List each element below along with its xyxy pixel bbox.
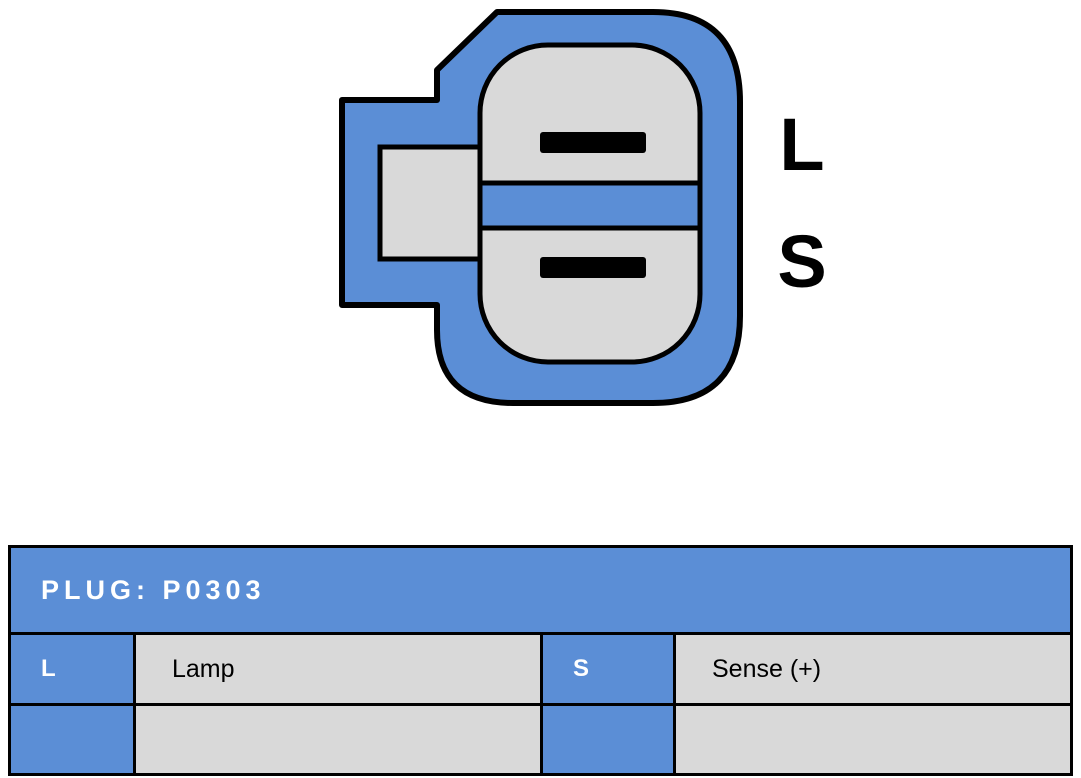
description-cell-lamp: Lamp xyxy=(136,635,540,703)
plug-pinout-table: PLUG: P0303 L Lamp S Sense (+) xyxy=(8,545,1073,776)
pin-cell-l: L xyxy=(11,635,133,703)
connector-diagram xyxy=(339,9,743,406)
pin-cell-empty-2 xyxy=(543,706,673,773)
pin-label-s: S xyxy=(777,220,827,303)
table-title: PLUG: P0303 xyxy=(11,548,1070,632)
description-cell-empty-2 xyxy=(676,706,1070,773)
pin-cell-s: S xyxy=(543,635,673,703)
description-cell-sense: Sense (+) xyxy=(676,635,1070,703)
terminal-slot-l xyxy=(540,132,646,153)
connector-keyway-tab xyxy=(377,144,485,262)
pin-label-l: L xyxy=(779,103,825,186)
pin-cell-empty-1 xyxy=(11,706,133,773)
terminal-slot-s xyxy=(540,257,646,278)
connector-divider-band xyxy=(477,180,703,231)
description-cell-empty-1 xyxy=(136,706,540,773)
